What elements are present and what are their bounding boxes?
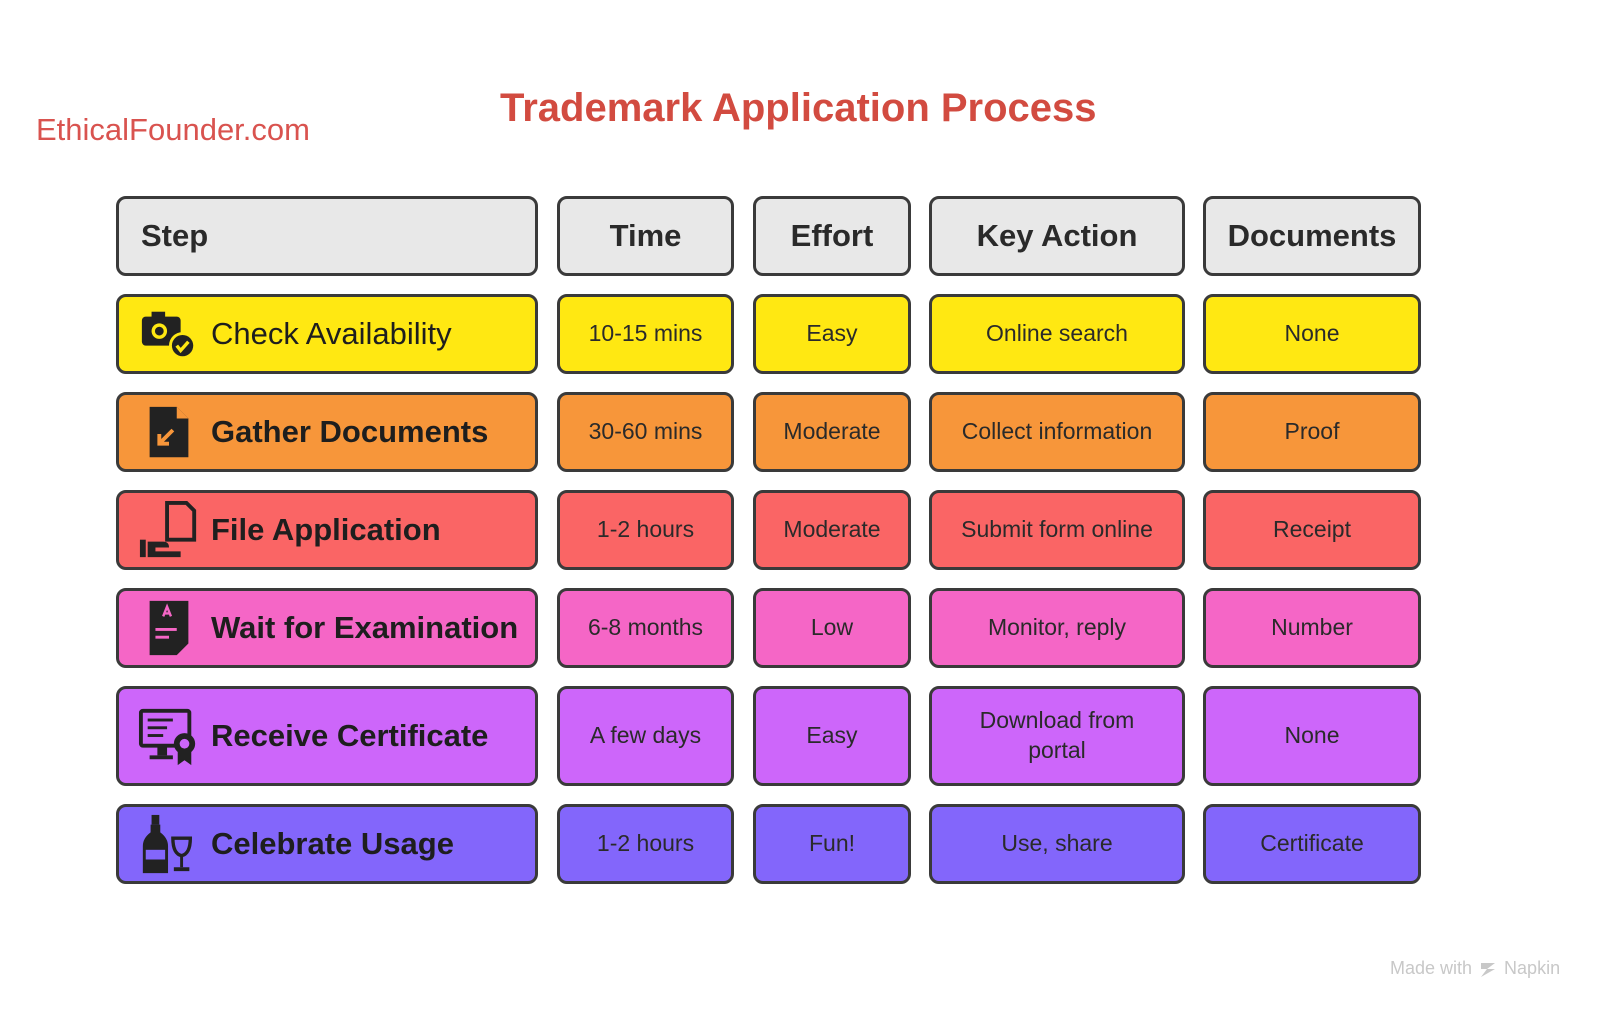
- action-text: Download from portal: [979, 707, 1135, 763]
- monitor-certificate-icon: [137, 704, 201, 768]
- documents-cell: Certificate: [1203, 804, 1421, 884]
- step-wait-for-examination: Wait for Examination: [116, 588, 538, 668]
- step-label: Celebrate Usage: [211, 825, 454, 861]
- step-receive-certificate: Receive Certificate: [116, 686, 538, 786]
- time-cell: A few days: [557, 686, 734, 786]
- time-cell: 30-60 mins: [557, 392, 734, 472]
- document-download-icon: [137, 400, 201, 464]
- step-label: Receive Certificate: [211, 717, 489, 753]
- header-effort: Effort: [753, 196, 911, 276]
- action-cell: Collect information: [929, 392, 1185, 472]
- documents-cell: None: [1203, 294, 1421, 374]
- documents-cell: Receipt: [1203, 490, 1421, 570]
- step-file-application: File Application: [116, 490, 538, 570]
- time-cell: 10-15 mins: [557, 294, 734, 374]
- effort-cell: Low: [753, 588, 911, 668]
- effort-cell: Easy: [753, 294, 911, 374]
- watermark: Made with Napkin: [1390, 958, 1560, 979]
- time-cell: 6-8 months: [557, 588, 734, 668]
- header-step: Step: [116, 196, 538, 276]
- documents-cell: Proof: [1203, 392, 1421, 472]
- napkin-logo-icon: [1481, 962, 1496, 977]
- action-cell: Submit form online: [929, 490, 1185, 570]
- effort-cell: Moderate: [753, 490, 911, 570]
- action-cell: Monitor, reply: [929, 588, 1185, 668]
- header-time: Time: [557, 196, 734, 276]
- header-key-action: Key Action: [929, 196, 1185, 276]
- effort-cell: Moderate: [753, 392, 911, 472]
- document-review-icon: [137, 596, 201, 660]
- documents-cell: Number: [1203, 588, 1421, 668]
- watermark-made: Made with: [1390, 958, 1473, 978]
- step-check-availability: Check Availability: [116, 294, 538, 374]
- action-cell: Download from portal: [929, 686, 1185, 786]
- time-cell: 1-2 hours: [557, 804, 734, 884]
- hand-document-icon: [137, 498, 201, 562]
- page-title: Trademark Application Process: [500, 86, 1097, 130]
- action-cell: Use, share: [929, 804, 1185, 884]
- step-label: Gather Documents: [211, 413, 489, 449]
- effort-cell: Fun!: [753, 804, 911, 884]
- header-documents: Documents: [1203, 196, 1421, 276]
- documents-cell: None: [1203, 686, 1421, 786]
- camera-check-icon: [137, 302, 201, 366]
- step-label: Wait for Examination: [211, 609, 519, 645]
- step-gather-documents: Gather Documents: [116, 392, 538, 472]
- effort-cell: Easy: [753, 686, 911, 786]
- step-celebrate-usage: Celebrate Usage: [116, 804, 538, 884]
- site-name: EthicalFounder.com: [36, 112, 310, 147]
- champagne-icon: [137, 812, 201, 876]
- step-label: Check Availability: [211, 315, 452, 351]
- time-cell: 1-2 hours: [557, 490, 734, 570]
- action-cell: Online search: [929, 294, 1185, 374]
- watermark-brand: Napkin: [1504, 958, 1561, 978]
- step-label: File Application: [211, 511, 441, 547]
